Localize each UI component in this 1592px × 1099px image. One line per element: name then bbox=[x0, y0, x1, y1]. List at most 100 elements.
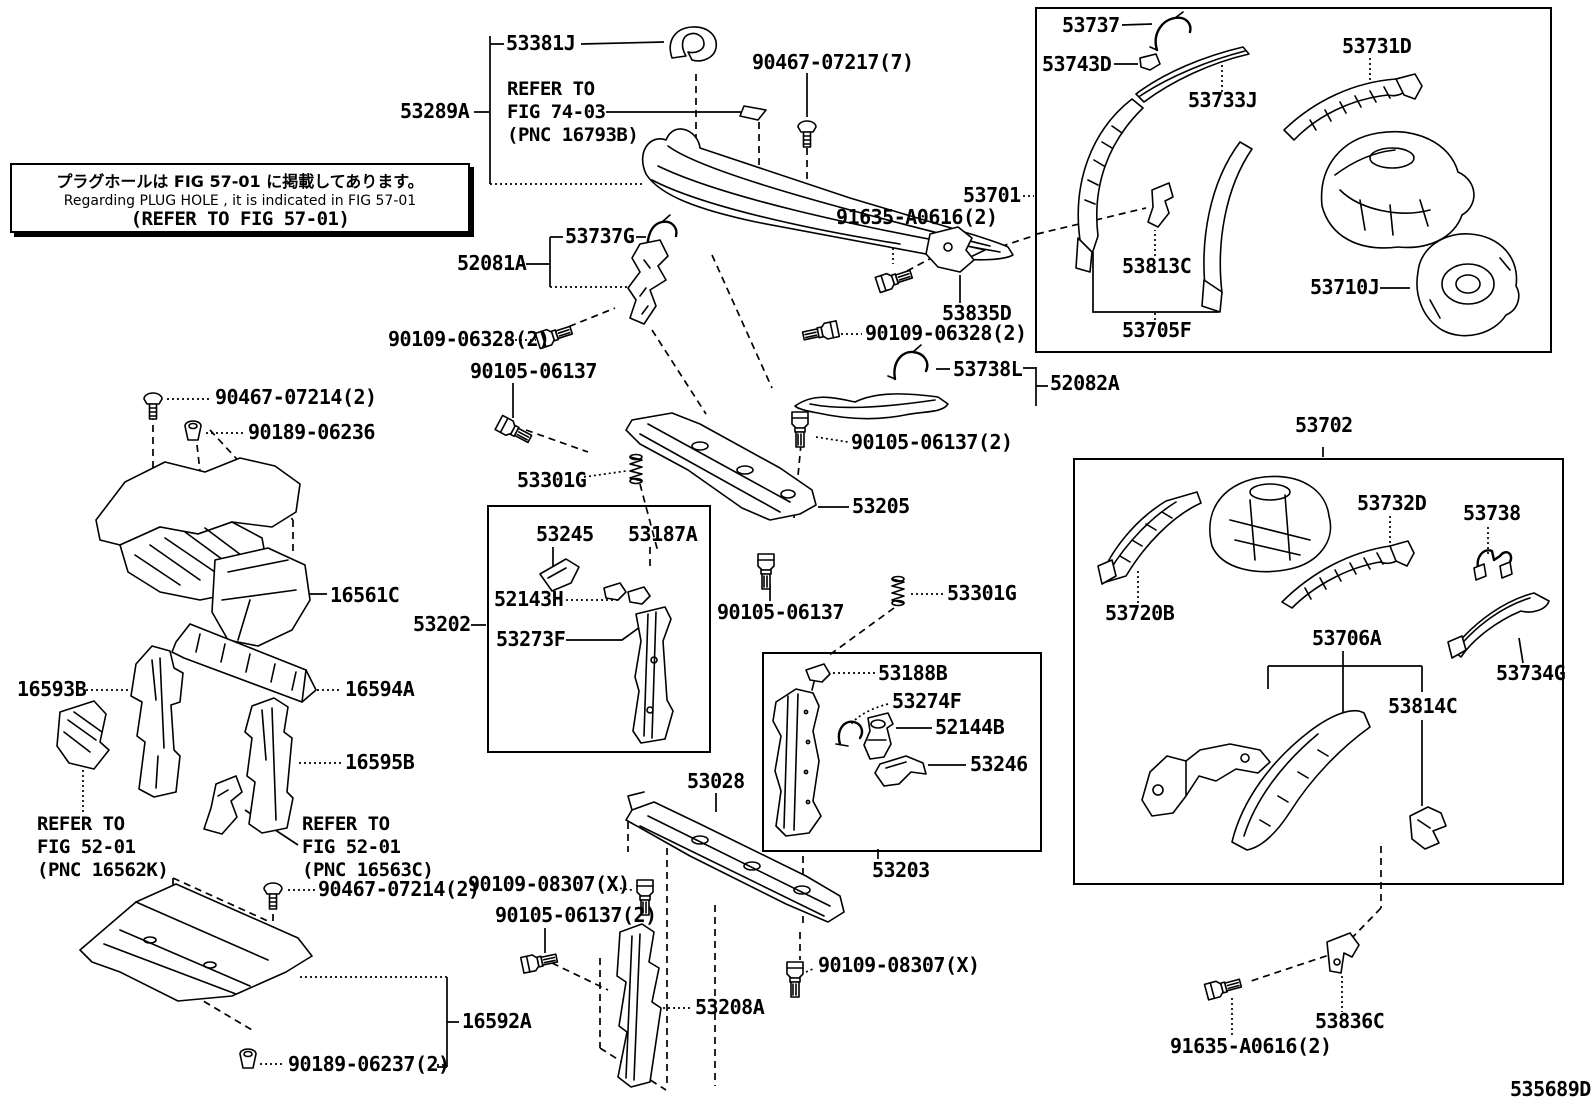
cowl-side-bracket-52081A-drawing bbox=[627, 239, 669, 325]
part-label-53702: 53702 bbox=[1295, 413, 1353, 438]
part-label-53208A: 53208A bbox=[695, 995, 765, 1020]
part-label-53187A: 53187A bbox=[628, 522, 698, 547]
part-label-53289A: 53289A bbox=[400, 99, 470, 124]
bolt-icon bbox=[757, 553, 775, 590]
apron-assembly-parts-drawing bbox=[1097, 475, 1550, 851]
hinge-support-parts-drawing bbox=[539, 558, 674, 744]
part-label-53738L: 53738L bbox=[953, 357, 1023, 382]
radiator-support-lower-53028-drawing bbox=[625, 791, 845, 923]
part-label-53835D: 53835D bbox=[942, 301, 1012, 326]
bolt-icon bbox=[800, 320, 841, 345]
part-label-52082A: 52082A bbox=[1050, 371, 1120, 396]
bolt-icon bbox=[1203, 974, 1244, 1001]
part-label-52144B: 52144B bbox=[935, 715, 1005, 740]
part-label-53705F: 53705F bbox=[1122, 318, 1192, 343]
part-label-53706A: 53706A bbox=[1312, 626, 1382, 651]
bolt-icon bbox=[791, 411, 809, 448]
part-label-53814C: 53814C bbox=[1388, 694, 1458, 719]
plug-hole-note-box: プラグホールは FIG 57-01 に掲載してあります。 Regarding P… bbox=[10, 163, 470, 233]
part-label-53738: 53738 bbox=[1463, 501, 1521, 526]
part-label-90105-06137-2B: 90105-06137(2) bbox=[495, 903, 657, 928]
part-label-53737: 53737 bbox=[1062, 13, 1120, 38]
part-label-90467-07217: 90467-07217(7) bbox=[752, 50, 914, 75]
part-label-90105-06137-UL: 90105-06137 bbox=[470, 359, 597, 384]
part-label-53734G: 53734G bbox=[1496, 661, 1566, 686]
pin-clip-icon bbox=[143, 392, 163, 420]
part-label-90467-07214-T: 90467-07214(2) bbox=[215, 385, 377, 410]
part-label-53732D: 53732D bbox=[1357, 491, 1427, 516]
air-cleaner-assembly-16561C-drawing bbox=[95, 457, 311, 647]
part-label-16593B: 16593B bbox=[17, 677, 87, 702]
part-label-53301G-R: 53301G bbox=[947, 581, 1017, 606]
part-label-53720B: 53720B bbox=[1105, 601, 1175, 626]
front-pillar-box bbox=[1035, 7, 1552, 353]
part-label-16594A: 16594A bbox=[345, 677, 415, 702]
part-label-53731D: 53731D bbox=[1342, 34, 1412, 59]
part-label-53733J: 53733J bbox=[1188, 88, 1258, 113]
radiator-support-upper-16594A-drawing bbox=[171, 623, 317, 703]
part-label-53301G-L: 53301G bbox=[517, 468, 587, 493]
cowl-side-box bbox=[762, 652, 1042, 852]
screw-icon bbox=[797, 120, 817, 148]
support-bracket-53208A-drawing bbox=[616, 923, 662, 1088]
note-line-japanese: プラグホールは FIG 57-01 に掲載してあります。 bbox=[56, 172, 424, 191]
hood-clip-drawing bbox=[669, 26, 767, 121]
part-label-53710J: 53710J bbox=[1310, 275, 1380, 300]
part-label-53737G: 53737G bbox=[565, 224, 635, 249]
part-label-16595B: 16595B bbox=[345, 750, 415, 775]
duct-16595B-drawing bbox=[203, 697, 294, 835]
front-pillar-parts-drawing bbox=[1075, 11, 1520, 337]
note-line-refer: (REFER TO FIG 57-01) bbox=[130, 208, 350, 230]
part-label-91635-A0616-T: 91635-A0616(2) bbox=[836, 205, 998, 230]
part-label-53381J: 53381J bbox=[506, 31, 576, 56]
part-label-52081A: 52081A bbox=[457, 251, 527, 276]
hinge-53835D-drawing bbox=[925, 226, 975, 273]
figure-code: 535689D bbox=[1510, 1077, 1591, 1099]
part-label-90109-06328-L: 90109-06328(2) bbox=[388, 327, 550, 352]
spring-icon bbox=[629, 453, 643, 485]
grommet-icon bbox=[184, 420, 202, 441]
part-label-90467-07214-B: 90467-07214(2) bbox=[318, 877, 480, 902]
engine-under-cover-16592A-drawing bbox=[79, 883, 313, 1002]
part-label-53203: 53203 bbox=[872, 858, 930, 883]
part-label-53743D: 53743D bbox=[1042, 52, 1112, 77]
part-label-53188B: 53188B bbox=[878, 661, 948, 686]
part-label-53701: 53701 bbox=[963, 183, 1021, 208]
part-label-53836C: 53836C bbox=[1315, 1009, 1385, 1034]
cowl-side-parts-drawing bbox=[772, 663, 927, 837]
part-label-16561C: 16561C bbox=[330, 583, 400, 608]
spring-icon bbox=[891, 575, 905, 607]
hook-53738L-drawing bbox=[887, 344, 929, 381]
part-label-53274F: 53274F bbox=[892, 689, 962, 714]
part-label-53245: 53245 bbox=[536, 522, 594, 547]
bolt-icon bbox=[786, 961, 804, 998]
hinge-support-box bbox=[487, 505, 711, 753]
bolt-icon bbox=[519, 949, 560, 974]
part-label-53202: 53202 bbox=[413, 612, 471, 637]
part-label-90189-06237: 90189-06237(2) bbox=[288, 1052, 450, 1077]
part-label-52143H: 52143H bbox=[494, 587, 564, 612]
brace-52082A-drawing bbox=[794, 393, 949, 420]
bolt-icon bbox=[874, 265, 915, 294]
pin-clip-icon bbox=[263, 882, 283, 910]
part-label-53246: 53246 bbox=[970, 752, 1028, 777]
note-line-english: Regarding PLUG HOLE , it is indicated in… bbox=[63, 193, 417, 209]
part-label-90105-06137-M: 90105-06137 bbox=[717, 600, 844, 625]
part-label-53028: 53028 bbox=[687, 769, 745, 794]
bracket-53836C-drawing bbox=[1326, 932, 1360, 974]
part-label-91635-A0616-B: 91635-A0616(2) bbox=[1170, 1034, 1332, 1059]
part-label-16592A: 16592A bbox=[462, 1009, 532, 1034]
part-label-90109-08307-L: 90109-08307(X) bbox=[468, 872, 630, 897]
part-label-53813C: 53813C bbox=[1122, 254, 1192, 279]
part-label-90109-06328-R: 90109-06328(2) bbox=[865, 321, 1027, 346]
part-label-53273F: 53273F bbox=[496, 627, 566, 652]
part-label-90189-06236: 90189-06236 bbox=[248, 420, 375, 445]
crossmember-53205-drawing bbox=[625, 412, 817, 521]
part-label-90109-08307-R: 90109-08307(X) bbox=[818, 953, 980, 978]
duct-16593B-drawing bbox=[56, 645, 184, 798]
